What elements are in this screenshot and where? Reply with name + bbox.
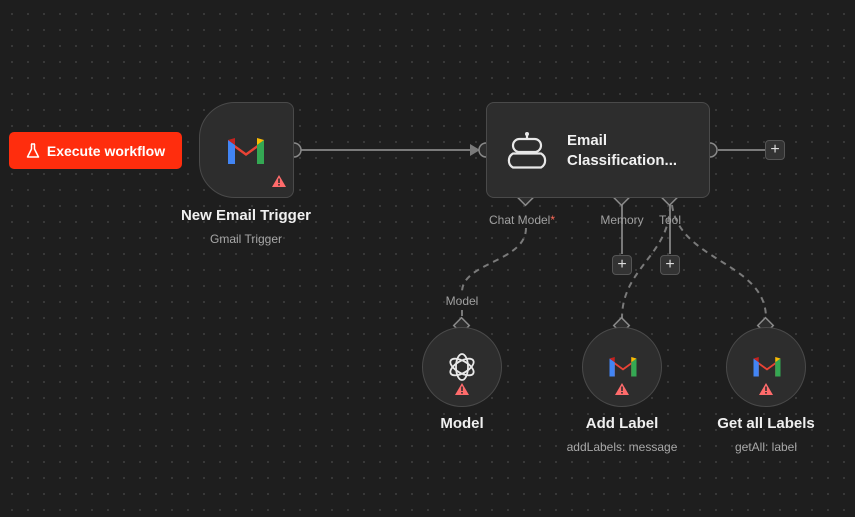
new-email-trigger-node[interactable] [199, 102, 294, 198]
gmail-icon [228, 138, 264, 164]
trigger-title: New Email Trigger [180, 207, 312, 224]
add-memory-button[interactable]: + [612, 255, 632, 275]
execute-workflow-label: Execute workflow [46, 142, 166, 159]
openai-icon [449, 353, 475, 381]
warning-icon [272, 175, 286, 187]
execute-workflow-button[interactable]: Execute workflow [9, 132, 182, 169]
trigger-subtitle: Gmail Trigger [209, 232, 283, 246]
get-all-labels-title: Get all Labels [717, 415, 815, 432]
chat-model-port-label: Chat Model* [488, 213, 556, 227]
model-title: Model [440, 415, 484, 432]
edge-tool-add-label[interactable] [621, 204, 671, 319]
warning-icon [759, 383, 773, 395]
add-label-title: Add Label [585, 415, 659, 432]
get-all-labels-subtitle: getAll: label [734, 440, 798, 454]
agent-title: Email Classification... [567, 132, 678, 169]
robot-icon [507, 132, 547, 169]
add-tool-button[interactable]: + [660, 255, 680, 275]
model-connector-label: Model [445, 294, 479, 308]
memory-port-label: Memory [600, 213, 644, 227]
edge-tool-get-all-labels[interactable] [671, 204, 767, 319]
edge-chatmodel-model[interactable] [461, 227, 527, 293]
get-all-labels-node[interactable] [726, 327, 806, 407]
email-classification-agent-node[interactable]: Email Classification... [486, 102, 710, 198]
add-output-node-button[interactable]: + [765, 140, 785, 160]
model-node[interactable] [422, 327, 502, 407]
gmail-icon [753, 357, 781, 377]
add-label-subtitle: addLabels: message [566, 440, 678, 454]
add-label-node[interactable] [582, 327, 662, 407]
edge-trigger-agent[interactable] [301, 144, 480, 156]
warning-icon [455, 383, 469, 395]
warning-icon [615, 383, 629, 395]
gmail-icon [609, 357, 637, 377]
flask-icon [26, 142, 40, 158]
tool-port-label: Tool [658, 213, 682, 227]
